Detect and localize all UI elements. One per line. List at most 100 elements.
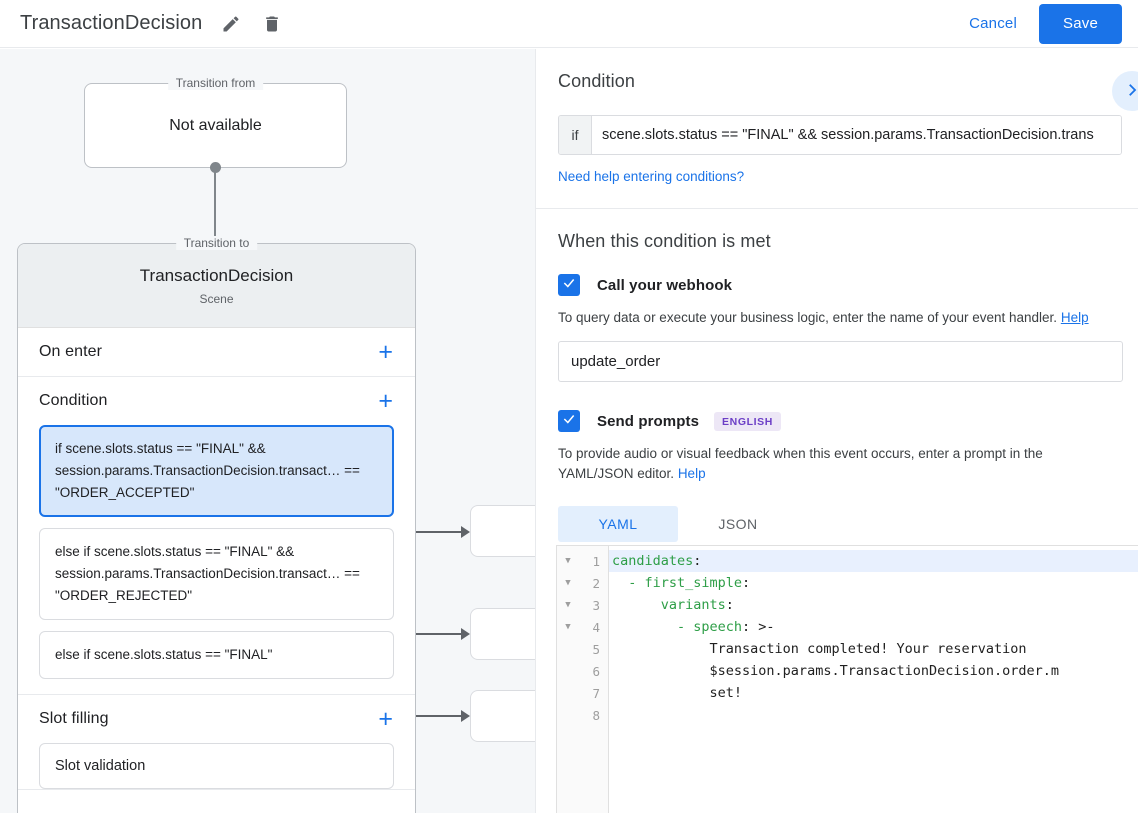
editor-code-line[interactable]: - speech: >- <box>609 616 1138 638</box>
section-label-on-enter: On enter <box>39 343 103 360</box>
send-prompts-row: Send prompts ENGLISH <box>558 410 1122 432</box>
editor-gutter-line: 6 <box>557 660 608 682</box>
editor-code-line[interactable] <box>609 704 1138 726</box>
yaml-value: : >- <box>742 619 775 635</box>
editor-code-area[interactable]: candidates: - first_simple: variants: - … <box>609 546 1138 813</box>
editor-code-line[interactable]: candidates: <box>609 550 1138 572</box>
yaml-value: : <box>725 597 734 613</box>
call-webhook-row: Call your webhook <box>558 274 1122 296</box>
fold-arrow-icon[interactable]: ▼ <box>565 600 571 610</box>
editor-line-number: 4 <box>592 619 600 635</box>
send-prompts-help-link[interactable]: Help <box>677 466 706 481</box>
call-webhook-help-link[interactable]: Help <box>1060 310 1089 325</box>
editor-line-number: 2 <box>592 575 600 591</box>
scene-card[interactable]: Transition to TransactionDecision Scene … <box>17 236 416 813</box>
editor-gutter-line: 7 <box>557 682 608 704</box>
section-header-slot-filling: Slot filling + <box>18 695 415 743</box>
condition-if-prefix: if <box>559 116 592 154</box>
editor-code-line[interactable]: - first_simple: <box>609 572 1138 594</box>
save-button[interactable]: Save <box>1039 3 1122 44</box>
fold-arrow-icon[interactable]: ▼ <box>565 578 571 588</box>
target-node-stub-2[interactable] <box>470 608 535 660</box>
trash-icon <box>262 14 282 34</box>
tab-json[interactable]: JSON <box>718 516 758 532</box>
call-webhook-label: Call your webhook <box>597 276 733 294</box>
edge-arrowhead <box>461 627 470 640</box>
condition-list-item[interactable]: if scene.slots.status == "FINAL" && sess… <box>39 425 394 517</box>
edge-line <box>397 530 467 533</box>
send-prompts-helper-text: To provide audio or visual feedback when… <box>558 444 1118 484</box>
section-header-on-enter: On enter + <box>18 328 415 376</box>
tab-yaml[interactable]: YAML <box>558 506 678 542</box>
condition-section: Condition if Need help entering conditio… <box>536 49 1138 208</box>
editor-code-line[interactable]: variants: <box>609 594 1138 616</box>
scene-name: TransactionDecision <box>139 265 294 285</box>
scene-graph-canvas[interactable]: Transition from Not available Transition… <box>0 49 535 813</box>
yaml-key: candidates <box>612 553 694 569</box>
editor-gutter-line: ▼1 <box>557 550 608 572</box>
editor-line-number: 8 <box>592 707 600 723</box>
add-on-enter-button[interactable]: + <box>376 337 395 366</box>
editor-code-line[interactable]: $session.params.TransactionDecision.orde… <box>609 660 1138 682</box>
condition-list-item[interactable]: else if scene.slots.status == "FINAL" &&… <box>39 528 394 620</box>
section-header-condition: Condition + <box>18 377 415 425</box>
when-condition-met-heading: When this condition is met <box>558 231 771 251</box>
plus-icon: + <box>378 386 393 415</box>
edit-name-button[interactable] <box>216 9 246 39</box>
condition-help-link[interactable]: Need help entering conditions? <box>558 169 745 184</box>
add-slot-filling-button[interactable]: + <box>376 706 395 732</box>
editor-code-line[interactable]: set! <box>609 682 1138 704</box>
transition-to-legend: Transition to <box>175 236 258 250</box>
send-prompts-label: Send prompts <box>597 412 700 430</box>
condition-input[interactable] <box>592 116 1121 154</box>
connector-line-down <box>214 168 216 260</box>
editor-gutter-line: ▼3 <box>557 594 608 616</box>
fold-arrow-icon[interactable]: ▼ <box>565 622 571 632</box>
delete-button[interactable] <box>257 9 287 39</box>
chevron-right-icon <box>1123 81 1138 102</box>
expand-panel-button[interactable] <box>1112 71 1138 111</box>
webhook-handler-input[interactable] <box>558 341 1123 382</box>
scene-card-header: TransactionDecision Scene <box>18 244 415 328</box>
page-title: TransactionDecision <box>20 12 203 34</box>
when-condition-met-section: When this condition is met Call your web… <box>536 209 1138 542</box>
editor-gutter-line: 8 <box>557 704 608 726</box>
condition-list-item[interactable]: else if scene.slots.status == "FINAL" <box>39 631 394 679</box>
transition-from-legend: Transition from <box>167 76 264 90</box>
slot-filling-list: Slot validation <box>18 743 415 789</box>
language-badge: ENGLISH <box>714 411 781 431</box>
fold-arrow-icon[interactable]: ▼ <box>565 556 571 566</box>
section-on-enter: On enter + <box>18 328 415 377</box>
call-webhook-helper-body: To query data or execute your business l… <box>558 310 1058 325</box>
send-prompts-checkbox[interactable] <box>558 410 580 432</box>
section-slot-filling: Slot filling + Slot validation <box>18 695 415 790</box>
plus-icon: + <box>378 337 393 366</box>
condition-list: if scene.slots.status == "FINAL" && sess… <box>18 425 415 694</box>
section-label-condition: Condition <box>39 392 108 409</box>
condition-heading: Condition <box>558 71 635 91</box>
top-app-bar: TransactionDecision Cancel Save <box>0 0 1138 48</box>
transition-from-value: Not available <box>169 116 262 134</box>
check-icon <box>562 412 576 431</box>
cancel-button[interactable]: Cancel <box>957 7 1029 40</box>
target-node-stub-3[interactable] <box>470 690 535 742</box>
condition-input-row[interactable]: if <box>558 115 1122 155</box>
yaml-value: Transaction completed! Your reservation <box>612 641 1027 657</box>
add-condition-button[interactable]: + <box>376 386 395 415</box>
target-node-stub-1[interactable] <box>470 505 535 557</box>
slot-validation-item[interactable]: Slot validation <box>39 743 394 789</box>
yaml-value: : <box>742 575 751 591</box>
pencil-icon <box>221 14 241 34</box>
yaml-value: $session.params.TransactionDecision.orde… <box>612 663 1060 679</box>
yaml-key: variants <box>612 597 726 613</box>
editor-code-line[interactable]: Transaction completed! Your reservation <box>609 638 1138 660</box>
section-label-slot-filling: Slot filling <box>39 710 109 727</box>
send-prompts-helper-body: To provide audio or visual feedback when… <box>558 446 1043 481</box>
detail-panel: Condition if Need help entering conditio… <box>535 49 1138 813</box>
scene-type: Scene <box>199 291 234 306</box>
editor-gutter-line: ▼4 <box>557 616 608 638</box>
call-webhook-checkbox[interactable] <box>558 274 580 296</box>
editor-format-tabs: YAML JSON <box>558 506 1122 542</box>
editor-line-number: 6 <box>592 663 600 679</box>
